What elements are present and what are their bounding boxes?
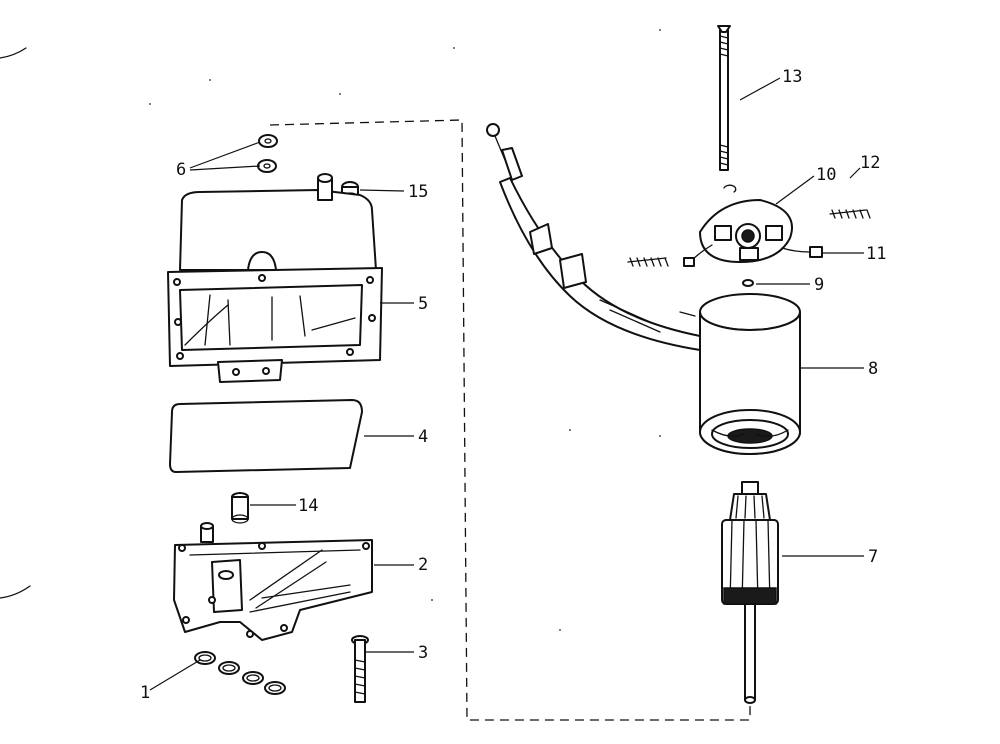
callout-5: 5 xyxy=(418,294,428,314)
callout-10: 10 xyxy=(816,165,836,185)
callout-7: 7 xyxy=(868,547,878,567)
assembly-dashed-line xyxy=(269,119,751,721)
callout-labels: 1 2 3 4 5 6 7 8 9 10 11 12 13 14 15 xyxy=(140,67,886,703)
part-5-upper-housing xyxy=(167,173,383,383)
part-14-bushing xyxy=(231,492,249,524)
leader-lines xyxy=(149,77,864,691)
callout-11: 11 xyxy=(866,244,886,264)
part-9-washer xyxy=(742,279,754,287)
callout-8: 8 xyxy=(868,359,878,379)
callout-3: 3 xyxy=(418,643,428,663)
part-10-brush-plate xyxy=(683,199,823,267)
callout-13: 13 xyxy=(782,67,802,87)
part-3-bolt xyxy=(351,635,369,703)
retaining-clip xyxy=(723,184,737,193)
callout-15: 15 xyxy=(408,182,428,202)
cable-assembly xyxy=(486,123,701,351)
part-13-through-bolt xyxy=(717,25,731,171)
scan-specks xyxy=(0,29,661,631)
callout-2: 2 xyxy=(418,555,428,575)
part-7-armature xyxy=(721,481,779,704)
callout-1: 1 xyxy=(140,683,150,703)
part-6-washers xyxy=(257,134,278,173)
callout-12: 12 xyxy=(860,153,880,173)
part-1-o-rings xyxy=(194,651,286,695)
part-4-gasket xyxy=(169,399,363,473)
callout-4: 4 xyxy=(418,427,428,447)
part-2-lower-housing xyxy=(173,522,373,641)
part-12-brush-springs xyxy=(627,209,871,267)
callout-6: 6 xyxy=(176,160,186,180)
callout-9: 9 xyxy=(814,275,824,295)
callout-14: 14 xyxy=(298,496,318,516)
part-8-field-frame xyxy=(699,293,801,455)
